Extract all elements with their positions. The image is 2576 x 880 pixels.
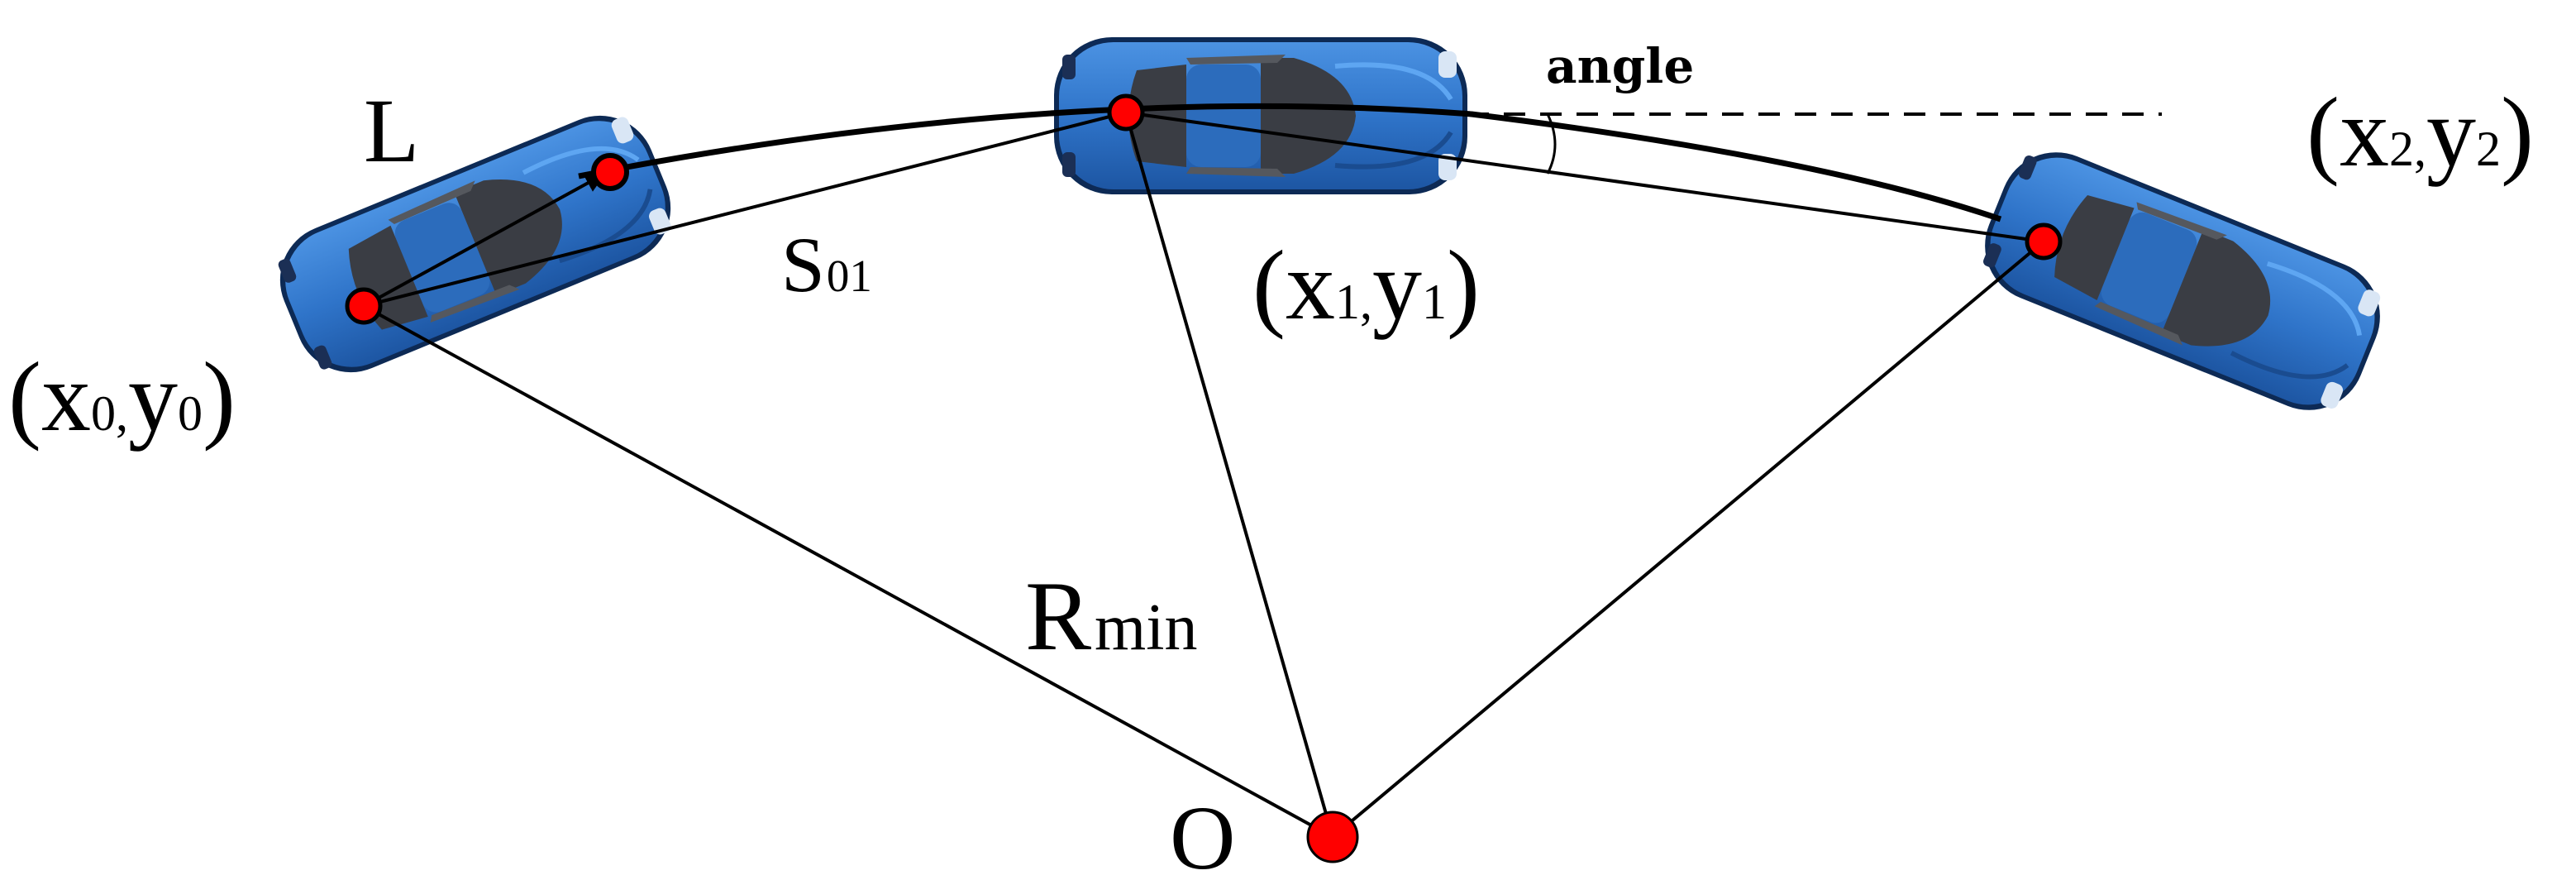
angle-arc [1546,113,1557,175]
label-point-2: (x2,y2) [2306,77,2534,187]
label-angle: angle [1546,38,1694,94]
label-point-1: (x1,y1) [1252,230,1480,340]
label-rmin: Rmin [1025,561,1198,671]
wheelbase-arrow [363,173,606,308]
label-point-0: (x0,y0) [8,342,236,452]
chord-s01 [363,111,1127,308]
chord-s12 [1125,111,2044,243]
point-1 [1107,93,1145,132]
point-0-rear [345,287,383,325]
label-origin: O [1170,787,1235,880]
origin-point [1306,811,1359,863]
label-l: L [364,80,419,181]
arc-path [578,103,2002,222]
radius-line-0 [363,304,1333,839]
label-s01: S01 [781,221,872,308]
point-0-front [591,153,629,191]
radius-line-2 [1331,240,2045,839]
point-2 [2025,222,2063,261]
radius-line-1 [1124,112,1334,838]
